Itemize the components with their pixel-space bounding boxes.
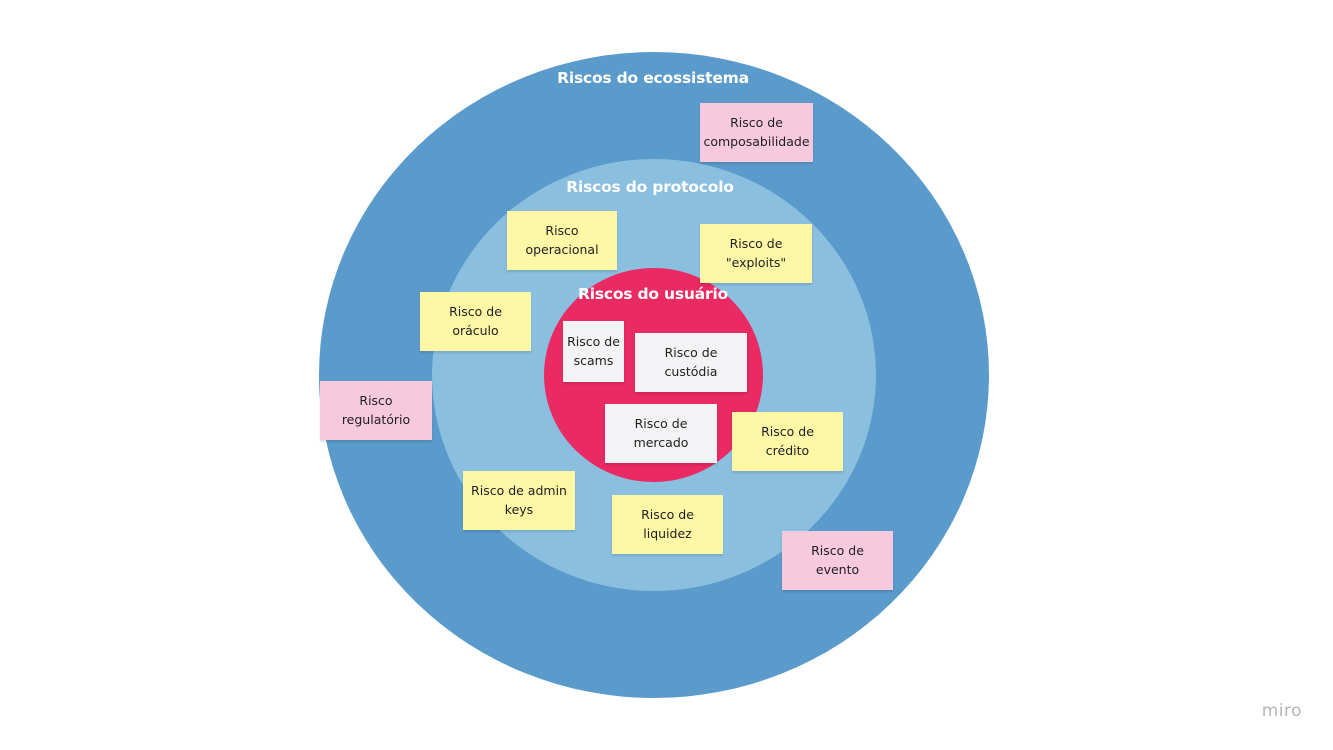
sticky-note-credit-risk[interactable]: Risco de crédito (732, 412, 843, 471)
sticky-note-line: Risco (359, 392, 393, 408)
sticky-note-line: mercado (633, 434, 689, 450)
sticky-note-admin-keys-risk[interactable]: Risco de admin keys (463, 471, 575, 530)
sticky-note-scams-risk[interactable]: Risco de scams (563, 321, 624, 382)
sticky-note-line: scams (573, 352, 614, 368)
sticky-note-line: keys (504, 501, 534, 517)
ecosystem-risk-title: Riscos do ecossistema (557, 69, 749, 87)
sticky-note-line: Risco de (664, 344, 718, 360)
sticky-note-composability-risk[interactable]: Risco de composabilidade (700, 103, 813, 162)
sticky-note-liquidity-risk[interactable]: Risco de liquidez (612, 495, 723, 554)
sticky-note-line: Risco de (730, 114, 783, 130)
sticky-note-line: Risco de (567, 333, 620, 349)
sticky-note-exploits-risk[interactable]: Risco de "exploits" (700, 224, 812, 283)
sticky-note-line: Risco de admin (471, 482, 567, 498)
sticky-note-line: Risco de oráculo (449, 303, 502, 338)
sticky-note-regulatory-risk[interactable]: Risco regulatório (320, 381, 432, 440)
user-risk-title: Riscos do usuário (577, 285, 729, 303)
sticky-note-line: Risco (545, 222, 579, 238)
sticky-note-line: Risco de (634, 415, 688, 431)
sticky-note-event-risk[interactable]: Risco de evento (782, 531, 893, 590)
sticky-note-line: operacional (525, 241, 599, 257)
sticky-note-line: composabilidade (703, 133, 810, 149)
sticky-note-line: "exploits" (725, 254, 787, 270)
sticky-note-operational-risk[interactable]: Risco operacional (507, 211, 617, 270)
sticky-note-custody-risk[interactable]: Risco de custódia (635, 333, 747, 392)
sticky-note-line: Risco de evento (811, 542, 864, 577)
sticky-note-line: Risco de crédito (761, 423, 814, 458)
sticky-note-line: Risco de (641, 506, 694, 522)
sticky-note-line: custódia (664, 363, 718, 379)
sticky-note-market-risk[interactable]: Risco de mercado (605, 404, 717, 463)
miro-watermark-logo: miro (1261, 701, 1302, 721)
sticky-note-line: Risco de (729, 235, 783, 251)
sticky-note-oracle-risk[interactable]: Risco de oráculo (420, 292, 531, 351)
protocol-risk-title: Riscos do protocolo (566, 178, 734, 196)
sticky-note-line: liquidez (643, 525, 692, 541)
sticky-note-line: regulatório (341, 411, 411, 427)
